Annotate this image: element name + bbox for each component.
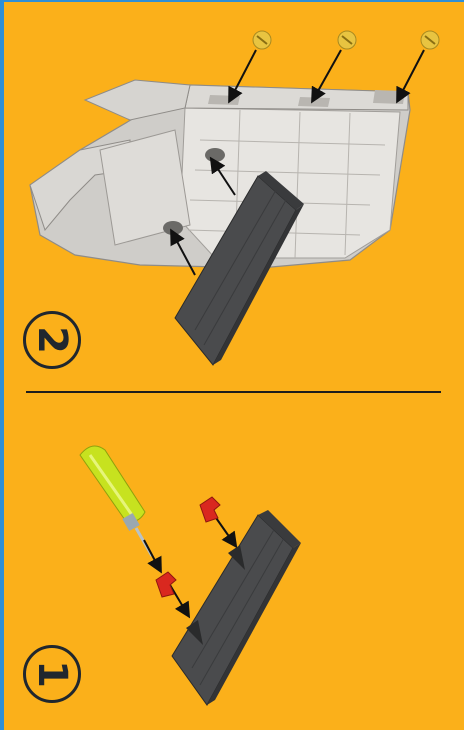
screw	[421, 31, 439, 49]
red-clip	[200, 497, 220, 522]
step-number-badge: 1	[23, 645, 81, 703]
screw	[253, 31, 271, 49]
screw	[338, 31, 356, 49]
screwdriver	[80, 446, 152, 556]
battery-cover	[172, 510, 301, 705]
step-number: 1	[32, 660, 72, 688]
red-clip	[156, 572, 176, 597]
step-number-badge: 2	[23, 311, 81, 369]
step-number: 2	[32, 326, 72, 354]
housing-part	[30, 80, 410, 268]
step-divider	[26, 391, 441, 393]
